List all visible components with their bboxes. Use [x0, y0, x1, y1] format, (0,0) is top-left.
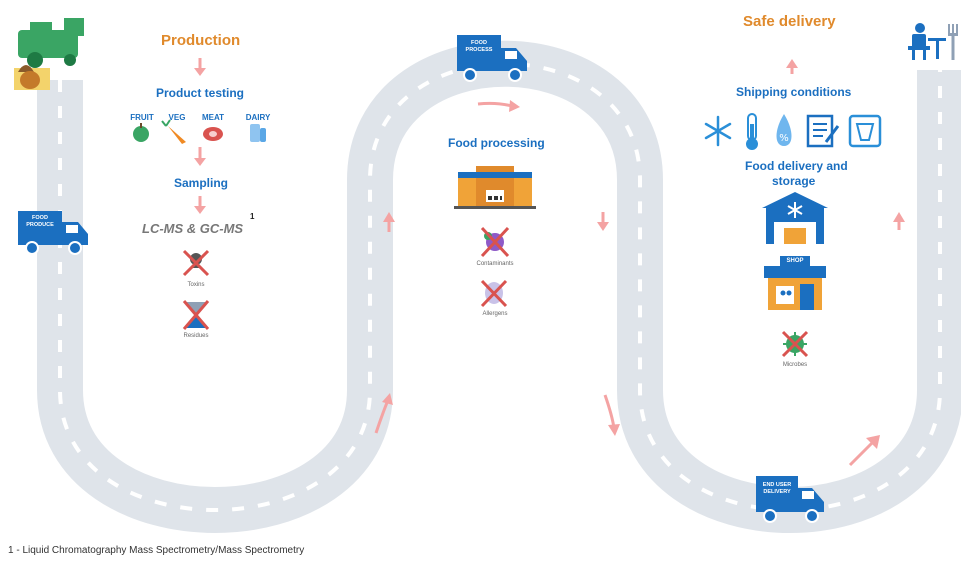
- food-process-truck-icon: [457, 35, 527, 82]
- snowflake-icon: [704, 115, 732, 147]
- steak-icon: [203, 127, 223, 141]
- shop-icon: [764, 256, 826, 310]
- end-user-line1: END USER: [762, 482, 792, 488]
- flow-arrows: [194, 58, 905, 467]
- harvester-icon: [14, 18, 84, 90]
- shop-sign-label: SHOP: [786, 258, 804, 264]
- food-container-icon: [848, 114, 882, 148]
- fork-icon: [948, 24, 958, 60]
- method-footnote-marker: 1: [250, 212, 255, 221]
- food-delivery-storage-heading-line1: Food delivery and: [745, 159, 848, 173]
- arrow-down-right: [597, 212, 609, 231]
- end-user-truck-label: END USER DELIVERY: [758, 482, 796, 496]
- residues-icon: [182, 300, 210, 330]
- svg-text:%: %: [779, 133, 789, 144]
- carrot-icon: [161, 119, 186, 144]
- contaminants-label: Contaminants: [476, 261, 514, 267]
- factory-icon: [454, 166, 536, 209]
- thermometer-icon: [746, 113, 758, 150]
- food-processing-heading: Food processing: [448, 136, 545, 150]
- arrow-sampling-down: [194, 196, 206, 214]
- arrow-right-top: [477, 100, 520, 112]
- toxins-label: Toxins: [187, 282, 205, 288]
- end-user-delivery-truck-icon: [756, 476, 824, 523]
- diner-person-icon: [908, 23, 946, 60]
- category-veg: VEG: [168, 113, 186, 122]
- arrow-shipping-up: [786, 59, 798, 74]
- cold-storage-icon: [762, 192, 828, 244]
- contaminants-icon: [480, 226, 510, 258]
- arrow-up-left-lower: [374, 393, 393, 434]
- sampling-heading: Sampling: [174, 176, 229, 190]
- category-fruit: FRUIT: [130, 113, 154, 122]
- food-process-truck-label: FOOD PROCESS: [459, 40, 499, 54]
- food-produce-truck-icon: [18, 211, 88, 255]
- arrow-down-right-lower: [603, 394, 620, 436]
- milk-icon: [250, 124, 266, 142]
- method-label: LC-MS & GC-MS: [142, 221, 244, 236]
- product-testing-heading: Product testing: [156, 86, 245, 100]
- residues-label: Residues: [183, 333, 209, 339]
- arrow-up-right: [893, 212, 905, 230]
- food-delivery-storage-heading-line2: storage: [772, 174, 816, 188]
- food-process-line2: PROCESS: [465, 47, 493, 53]
- microbes-icon: [781, 330, 809, 358]
- checklist-icon: [806, 114, 840, 148]
- category-dairy: DAIRY: [245, 113, 271, 122]
- arrow-up-left: [383, 212, 395, 232]
- toxins-icon: [182, 249, 210, 277]
- shipping-conditions-heading: Shipping conditions: [736, 85, 852, 99]
- arrow-diag-right: [848, 435, 880, 467]
- humidity-icon: %: [776, 114, 792, 146]
- microbes-label: Microbes: [782, 362, 808, 368]
- apple-icon: [133, 123, 149, 142]
- food-process-line1: FOOD: [471, 40, 487, 46]
- production-heading: Production: [161, 32, 241, 49]
- end-user-line2: DELIVERY: [763, 489, 791, 495]
- allergens-icon: [480, 279, 508, 308]
- safe-delivery-heading: Safe delivery: [743, 13, 836, 30]
- footnote: 1 - Liquid Chromatography Mass Spectrome…: [8, 545, 305, 556]
- food-produce-line2: PRODUCE: [26, 222, 54, 228]
- food-produce-line1: FOOD: [32, 215, 48, 221]
- category-meat: MEAT: [201, 113, 225, 122]
- food-produce-truck-label: FOOD PRODUCE: [20, 215, 60, 229]
- arrow-production-down: [194, 58, 206, 76]
- arrow-testing-down: [194, 147, 206, 166]
- allergens-label: Allergens: [482, 311, 508, 317]
